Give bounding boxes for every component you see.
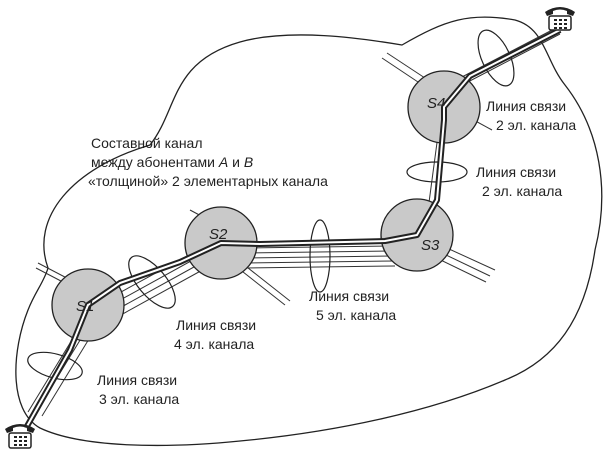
node-s4-label: S4: [427, 95, 445, 112]
ellipse-s1-s2: [128, 255, 176, 309]
caption-line-2: между абонентами A и B: [91, 154, 253, 170]
link-label-s2-s3: Линия связи 5 эл. канала: [309, 288, 396, 323]
composite-channel-caption: Составной канал между абонентами A и B «…: [88, 135, 328, 189]
caption-line-1: Составной канал: [91, 135, 203, 151]
svg-text:Линия связи: Линия связи: [176, 317, 256, 333]
link-label-s1-s2: Линия связи 4 эл. канала: [174, 317, 256, 352]
svg-text:2 эл. канала: 2 эл. канала: [496, 117, 576, 133]
link-label-s1-bottom: Линия связи 3 эл. канала: [97, 372, 179, 407]
switch-nodes: [51, 70, 481, 342]
node-s2-label: S2: [209, 226, 228, 243]
ellipse-s2-s3: [309, 219, 331, 293]
svg-text:2 эл. канала: 2 эл. канала: [482, 183, 562, 199]
link-label-s3-s4: Линия связи 2 эл. канала: [476, 164, 562, 199]
composite-channel: [23, 27, 562, 430]
svg-text:5 эл. канала: 5 эл. канала: [316, 307, 396, 323]
svg-text:Линия связи: Линия связи: [486, 98, 566, 114]
link-bundles: [27, 27, 561, 417]
svg-text:3 эл. канала: 3 эл. канала: [99, 391, 179, 407]
telephone-icon: [5, 424, 35, 449]
node-s1-label: S1: [76, 298, 94, 315]
telephone-icon: [545, 7, 575, 31]
svg-text:Линия связи: Линия связи: [97, 372, 177, 388]
svg-text:Линия связи: Линия связи: [309, 288, 389, 304]
node-s3-label: S3: [421, 237, 440, 254]
svg-text:Линия связи: Линия связи: [476, 164, 556, 180]
network-cloud-boundary: [15, 16, 603, 447]
caption-line-3: «толщиной» 2 элементарных канала: [88, 173, 328, 189]
ellipse-s4-phone: [477, 29, 515, 87]
link-label-s4-top: Линия связи 2 эл. канала: [486, 98, 576, 133]
svg-text:4 эл. канала: 4 эл. канала: [174, 336, 254, 352]
